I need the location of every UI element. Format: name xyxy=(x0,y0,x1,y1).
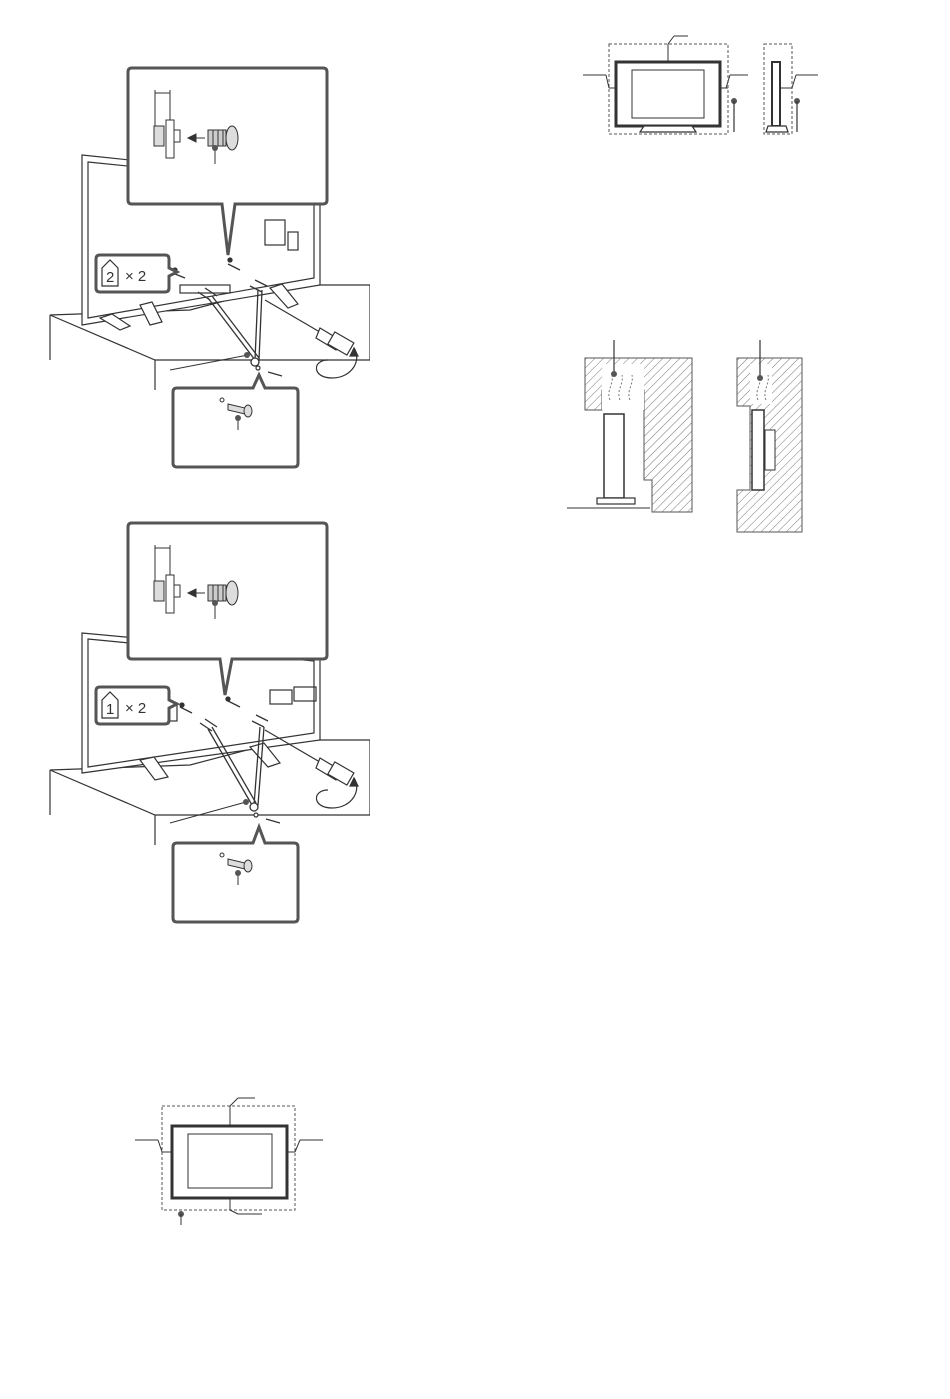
badge-multiplier: × 2 xyxy=(125,268,146,285)
callout-bottom xyxy=(173,375,298,467)
tv-stand xyxy=(640,126,696,132)
clearance-arrows-side xyxy=(780,75,818,88)
tv-side xyxy=(604,414,624,498)
badge-number: 1 xyxy=(106,701,114,718)
badge-number: 2 xyxy=(106,269,114,286)
tv-screen xyxy=(188,1134,272,1188)
tv-side xyxy=(772,62,780,126)
figure-air-circulation-blocked xyxy=(562,340,812,540)
tv-side xyxy=(752,410,764,490)
figure-wall-mount-clearance xyxy=(130,1092,330,1227)
badge-multiplier: × 2 xyxy=(125,700,146,717)
recess-wall-left xyxy=(585,358,692,512)
figure-b-tv-belt-attach: 1 × 2 xyxy=(40,515,370,930)
figure-stand-clearance xyxy=(578,28,828,148)
wall-bracket xyxy=(765,430,775,470)
figure-a-tv-belt-attach: 2 × 2 xyxy=(40,60,370,475)
tv-screen xyxy=(632,70,704,118)
